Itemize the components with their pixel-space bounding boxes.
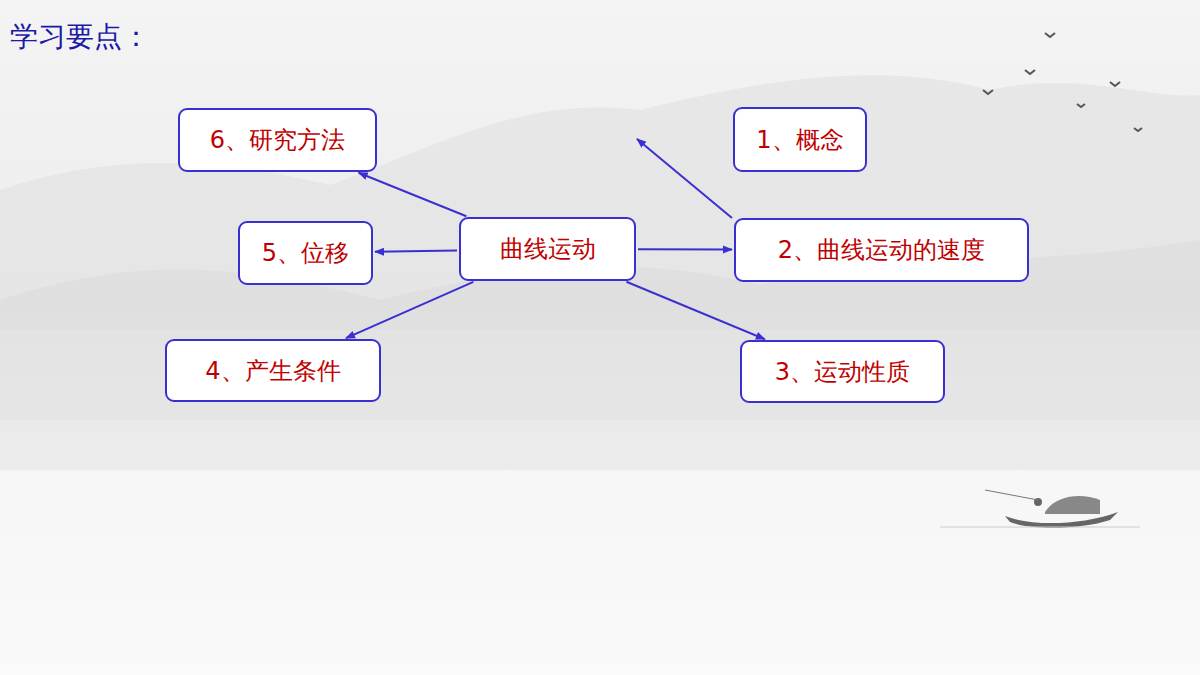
- stray-arrow: [637, 139, 732, 218]
- topic-label: 4、产生条件: [205, 355, 340, 387]
- topic-box: 3、运动性质: [740, 340, 945, 403]
- birds: [983, 33, 1142, 131]
- topic-box: 5、位移: [238, 221, 373, 285]
- connector-arrow: [626, 282, 764, 339]
- central-topic-box: 曲线运动: [459, 217, 636, 281]
- topic-label: 5、位移: [262, 237, 349, 269]
- topic-box: 6、研究方法: [178, 108, 377, 172]
- connector-arrow: [638, 248, 732, 250]
- topic-label: 6、研究方法: [210, 124, 345, 156]
- connector-arrow: [346, 282, 473, 338]
- topic-box: 2、曲线运动的速度: [734, 218, 1029, 282]
- page-title: 学习要点：: [10, 18, 150, 56]
- topic-label: 2、曲线运动的速度: [778, 234, 985, 266]
- topic-label: 曲线运动: [500, 233, 596, 265]
- topic-label: 3、运动性质: [775, 356, 910, 388]
- topic-box: 1、概念: [733, 107, 867, 172]
- connector-arrow: [359, 173, 467, 217]
- topic-label: 1、概念: [756, 124, 843, 156]
- topic-box: 4、产生条件: [165, 339, 381, 402]
- fishing-boat: [940, 490, 1140, 528]
- connector-arrow: [375, 250, 457, 251]
